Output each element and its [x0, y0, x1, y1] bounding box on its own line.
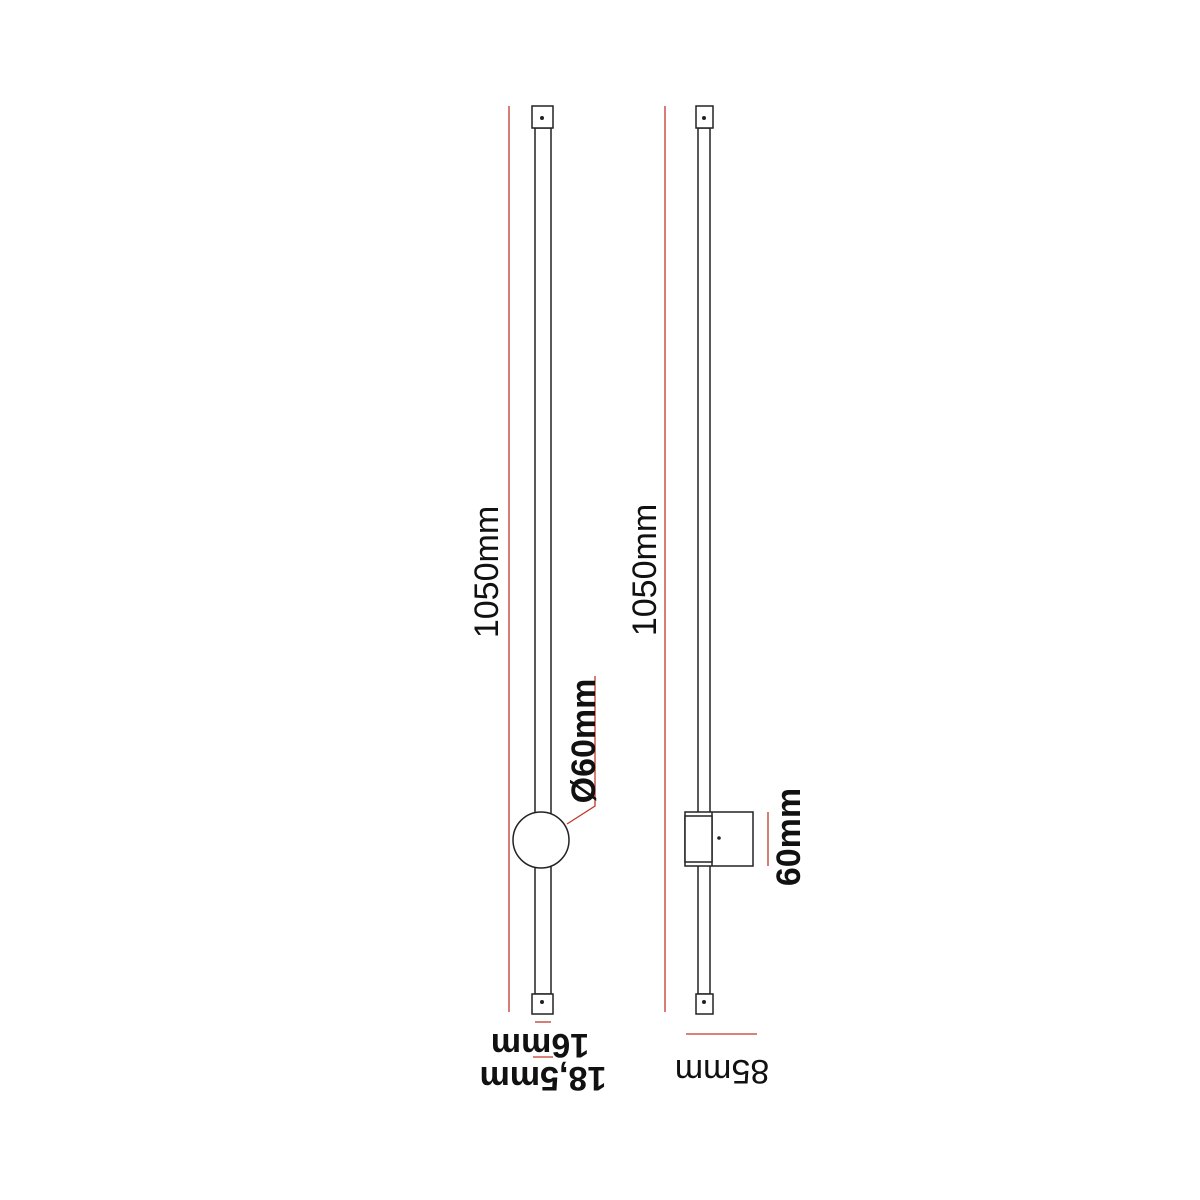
front-length-label: 1050mm	[468, 506, 506, 638]
front-top-cap-screw	[540, 116, 544, 120]
side-depth-label: 85mm	[675, 1052, 769, 1090]
side-bottom-cap-screw	[702, 1000, 706, 1004]
side-view: 1050mm 60mm 85mm	[626, 105, 808, 1090]
front-bottom-cap	[531, 993, 554, 1015]
front-diameter-leader	[566, 676, 596, 825]
front-diameter-label: Ø60mm	[565, 679, 603, 804]
side-bottom-cap	[695, 993, 714, 1015]
front-mount-disc	[512, 811, 570, 869]
front-cap-width-label: 18,5mm	[480, 1059, 607, 1097]
side-mount-block-rear	[684, 815, 713, 863]
front-bottom-cap-screw	[540, 1000, 544, 1004]
front-view: 1050mm Ø60mm 16mm 18,5mm	[468, 105, 607, 1097]
side-mount-height-label: 60mm	[770, 788, 808, 886]
side-length-label: 1050mm	[626, 504, 664, 636]
side-top-cap-screw	[702, 116, 706, 120]
front-tube-width-label: 16mm	[491, 1026, 589, 1064]
side-mount-screw	[717, 836, 721, 840]
